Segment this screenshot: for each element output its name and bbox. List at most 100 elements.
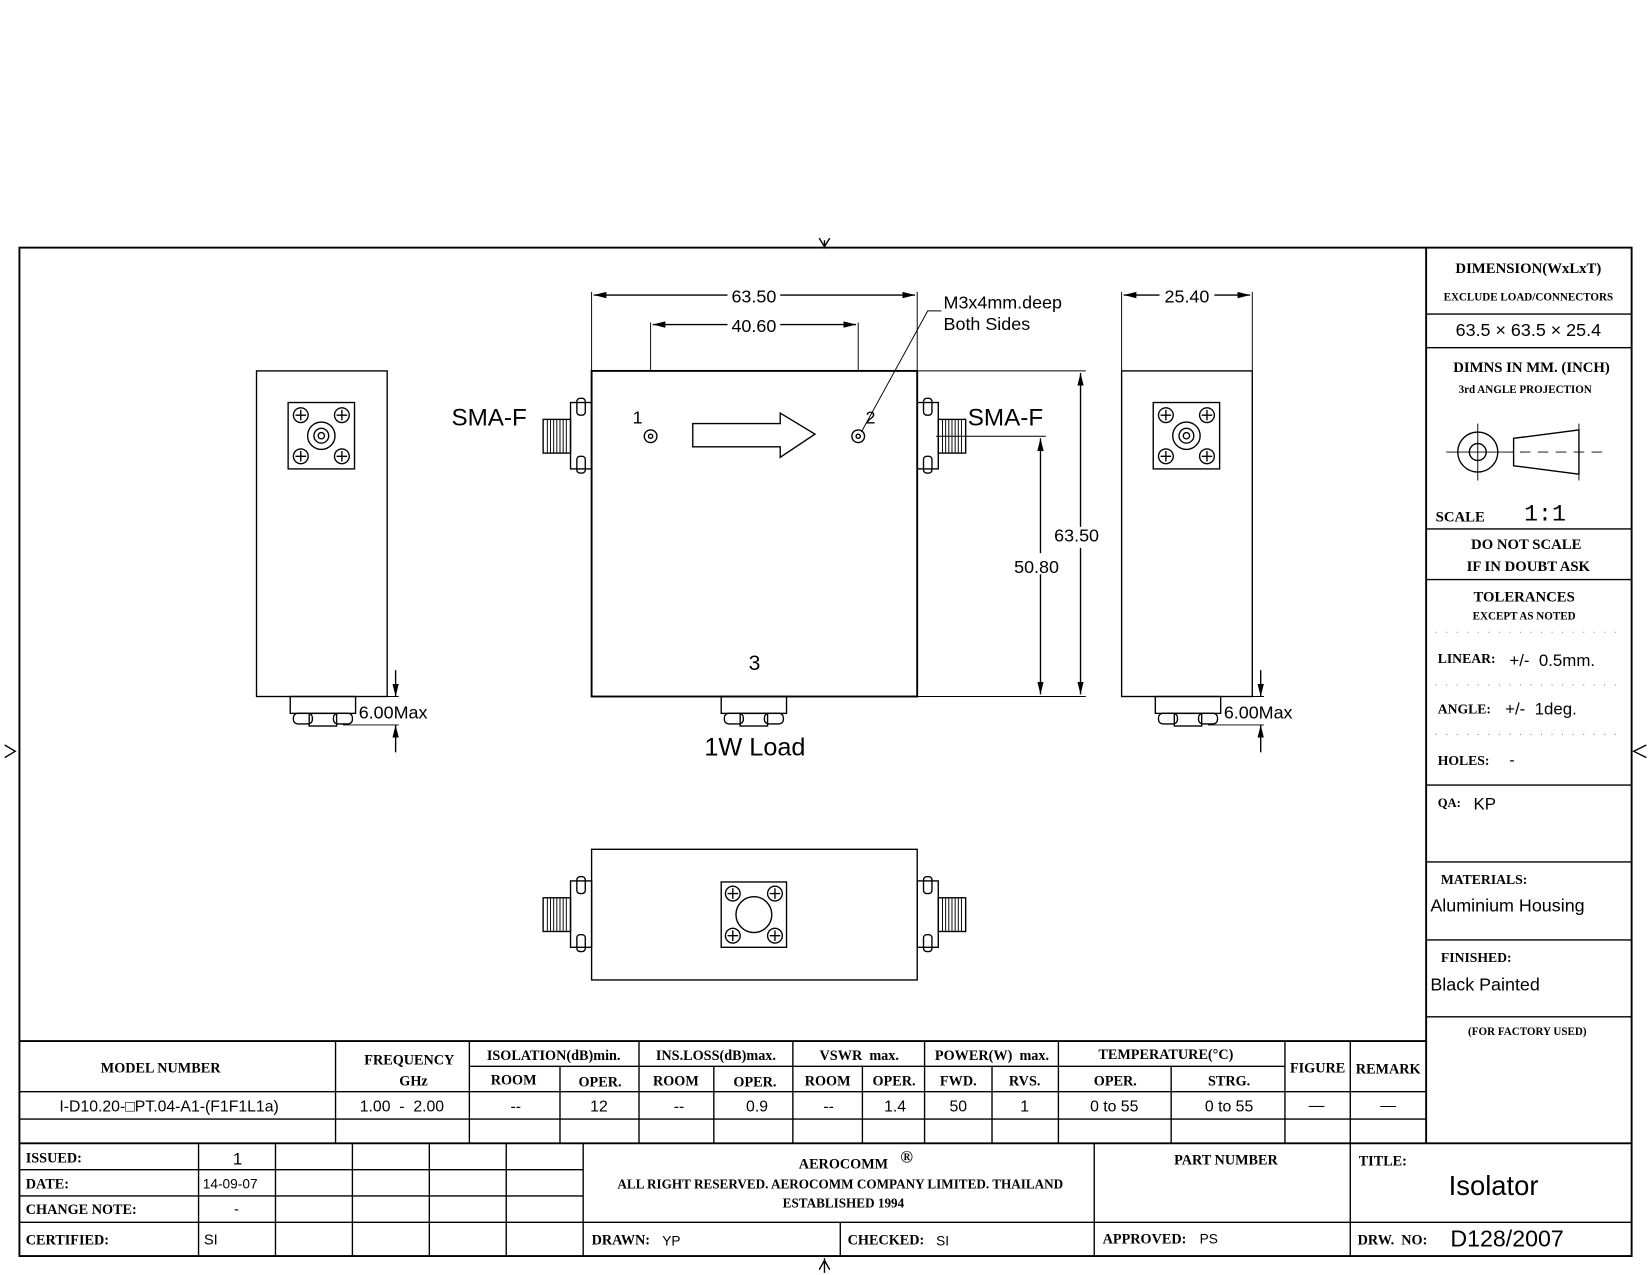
sma-right-label: SMA-F (968, 405, 1043, 432)
date-value: 14-09-07 (203, 1177, 258, 1192)
cell-temp-oper: 0 to 55 (1090, 1099, 1139, 1116)
rights-notice: ALL RIGHT RESERVED. AEROCOMM COMPANY LIM… (617, 1177, 1063, 1192)
drawing-number-label: DRW. NO: (1358, 1232, 1428, 1248)
change-note-value: - (234, 1202, 239, 1218)
load-label: 1W Load (704, 734, 805, 762)
drawing-title: Isolator (1449, 1170, 1539, 1201)
height-dim: 63.50 (1054, 526, 1099, 546)
header-frequency-unit: GHz (399, 1073, 427, 1089)
dimension-value: 63.5 × 63.5 × 25.4 (1456, 320, 1601, 340)
cell-model: I-D10.20-□PT.04-A1-(F1F1L1a) (59, 1099, 278, 1116)
right-load-dim: 6.00Max (1224, 703, 1293, 723)
cell-il-room: -- (674, 1099, 685, 1116)
third-angle-projection-icon (1446, 423, 1609, 481)
sub-il-room: ROOM (653, 1073, 699, 1089)
drawn-label: DRAWN: (592, 1232, 650, 1248)
header-power: POWER(W) max. (935, 1048, 1049, 1064)
thickness-dim: 25.40 (1165, 286, 1210, 306)
do-not-scale: DO NOT SCALE (1471, 537, 1582, 553)
hole-note-1: M3x4mm.deep (944, 293, 1062, 313)
if-in-doubt: IF IN DOUBT ASK (1467, 559, 1591, 575)
header-isolation: ISOLATION(dB)min. (487, 1048, 621, 1064)
cell-remark: — (1380, 1098, 1396, 1115)
dimension-sub: EXCLUDE LOAD/CONNECTORS (1444, 291, 1614, 303)
cell-iso-room: -- (510, 1099, 521, 1116)
cell-fwd: 50 (950, 1099, 968, 1116)
hole-note-2: Both Sides (944, 314, 1031, 334)
header-model-number: MODEL NUMBER (101, 1061, 221, 1077)
left-side-view: 6.00Max (255, 370, 427, 753)
cell-vswr-room: -- (823, 1099, 834, 1116)
cell-figure: — (1309, 1098, 1325, 1115)
direction-arrow-icon (692, 411, 817, 459)
finished-label: FINISHED: (1441, 950, 1512, 965)
registered-mark: ® (900, 1147, 913, 1166)
port-2-label: 2 (866, 408, 876, 428)
linear-label: LINEAR: (1438, 651, 1496, 666)
materials-value: Aluminium Housing (1430, 895, 1584, 915)
linear-value: +/- 0.5mm. (1509, 651, 1595, 670)
cell-vswr-oper: 1.4 (884, 1099, 906, 1116)
company-name: AEROCOMM (799, 1157, 889, 1173)
port-1-label: 1 (633, 408, 643, 428)
qa-label: QA: (1438, 796, 1461, 810)
approved-label: APPROVED: (1103, 1231, 1187, 1247)
sma-connector-right (916, 397, 967, 474)
drawn-value: YP (662, 1233, 680, 1248)
header-remark: REMARK (1356, 1062, 1421, 1078)
cell-il-oper: 0.9 (746, 1099, 768, 1116)
factory-use-note: (FOR FACTORY USED) (1468, 1026, 1587, 1038)
cell-frequency: 1.00 - 2.00 (360, 1099, 445, 1116)
holes-label: HOLES: (1438, 753, 1490, 768)
issued-value: 1 (233, 1149, 242, 1168)
width-dim: 63.50 (731, 286, 776, 306)
tolerances-title: TOLERANCES (1473, 590, 1574, 606)
checked-label: CHECKED: (848, 1232, 925, 1248)
checked-value: SI (936, 1233, 949, 1248)
holes-value: - (1509, 752, 1514, 769)
drawing-border (18, 246, 1633, 1257)
date-label: DATE: (26, 1177, 69, 1193)
sub-temp-strg: STRG. (1208, 1073, 1250, 1089)
header-frequency: FREQUENCY (364, 1052, 454, 1068)
side-panel: DIMENSION(WxLxT) EXCLUDE LOAD/CONNECTORS… (1425, 247, 1632, 1144)
qa-value: KP (1474, 794, 1496, 813)
header-temperature: TEMPERATURE(°C) (1098, 1047, 1233, 1063)
sma-left-label: SMA-F (451, 405, 526, 432)
part-number-label: PART NUMBER (1174, 1152, 1278, 1168)
title-label: TITLE: (1359, 1153, 1407, 1169)
dimension-title: DIMENSION(WxLxT) (1455, 261, 1601, 277)
header-figure: FIGURE (1290, 1061, 1345, 1077)
bottom-view (542, 848, 967, 981)
scale-value: 1:1 (1524, 502, 1566, 528)
sub-temp-oper: OPER. (1094, 1073, 1137, 1089)
port-3-label: 3 (749, 652, 761, 675)
sub-fwd: FWD. (940, 1073, 977, 1089)
except-as-noted: EXCEPT AS NOTED (1473, 611, 1576, 623)
centering-marks (4, 237, 1647, 1273)
dimns-units: DIMNS IN MM. (INCH) (1453, 360, 1610, 376)
sub-vswr-room: ROOM (805, 1073, 851, 1089)
scale-label: SCALE (1436, 510, 1485, 526)
header-vswr: VSWR max. (820, 1048, 899, 1064)
cell-iso-oper: 12 (590, 1099, 608, 1116)
hole-spacing-dim: 40.60 (731, 316, 776, 336)
approved-value: PS (1200, 1231, 1218, 1246)
projection-label: 3rd ANGLE PROJECTION (1459, 384, 1592, 396)
port-height-dim: 50.80 (1014, 557, 1059, 577)
cell-rvs: 1 (1020, 1099, 1029, 1116)
main-top-view: 63.50 40.60 M3x4mm.deep Both Sides SMA-F… (451, 286, 1099, 761)
issued-label: ISSUED: (26, 1150, 82, 1166)
change-note-label: CHANGE NOTE: (26, 1202, 137, 1218)
angle-label: ANGLE: (1438, 701, 1491, 716)
established-notice: ESTABLISHED 1994 (783, 1196, 905, 1211)
materials-label: MATERIALS: (1441, 872, 1527, 887)
angle-value: +/- 1deg. (1505, 699, 1577, 718)
drawing-number: D128/2007 (1450, 1226, 1563, 1252)
sma-connector-left (542, 397, 593, 474)
certified-label: CERTIFIED: (26, 1232, 109, 1248)
sub-iso-oper: OPER. (578, 1074, 621, 1090)
cell-temp-strg: 0 to 55 (1205, 1099, 1254, 1116)
finished-value: Black Painted (1430, 974, 1540, 994)
